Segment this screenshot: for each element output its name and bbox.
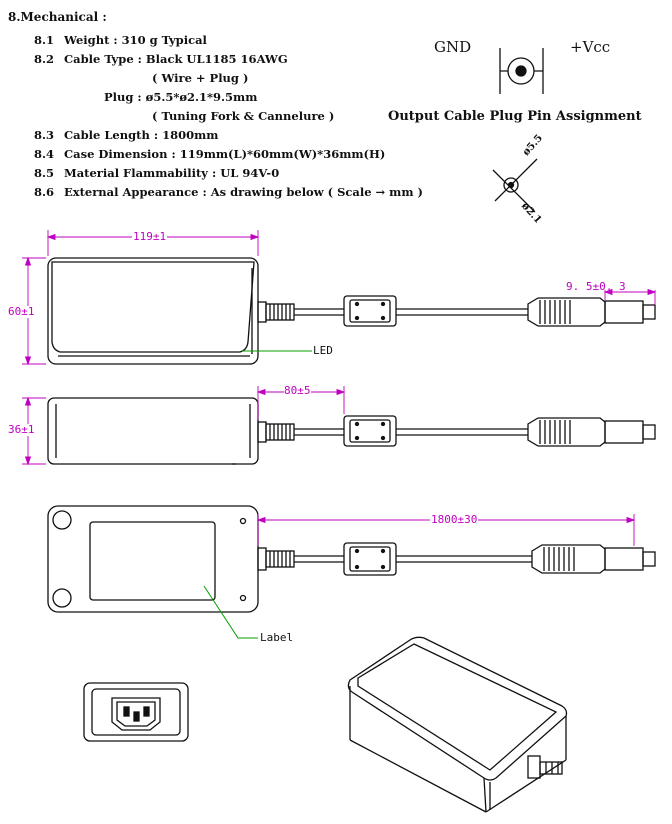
spec-number: 8.3: [34, 128, 55, 142]
height-dimension-label: 36±1: [8, 423, 35, 436]
plug-end-view: [492, 158, 538, 213]
section-heading: 8.Mechanical :: [8, 10, 107, 24]
spec-number: 8.4: [34, 147, 55, 161]
spec-text: Cable Length : 1800mm: [64, 128, 219, 142]
cable-length-dimension-label: 1800±30: [430, 513, 479, 526]
spec-plug: Plug : ø5.5*ø2.1*9.5mm: [104, 90, 258, 104]
led-callout-label: LED: [313, 344, 333, 357]
leader-lines: [203, 350, 312, 639]
spec-weight: 8.1 Weight : 310 g Typical: [34, 33, 207, 47]
case-side-view: [47, 397, 656, 465]
spec-text: Material Flammability : UL 94V-0: [64, 166, 280, 180]
spec-cable-type: 8.2 Cable Type : Black UL1185 16AWG: [34, 52, 288, 66]
pin-assignment-title: Output Cable Plug Pin Assignment: [388, 109, 642, 124]
spec-cable-length: 8.3 Cable Length : 1800mm: [34, 128, 218, 142]
case-bottom-view: [47, 505, 656, 613]
strain-relief-dimension-label: 80±5: [284, 384, 311, 397]
spec-number: 8.1: [34, 33, 55, 47]
spec-appearance: 8.6 External Appearance : As drawing belo…: [34, 185, 423, 199]
spec-text: Weight : 310 g Typical: [64, 33, 207, 47]
spec-case-dimension: 8.4 Case Dimension : 119mm(L)*60mm(W)*36m…: [34, 147, 385, 161]
spec-number: 8.6: [34, 185, 55, 199]
width-dimension-label: 60±1: [8, 305, 35, 318]
spec-text: Case Dimension : 119mm(L)*60mm(W)*36mm(H…: [64, 147, 386, 161]
spec-wire-plug: ( Wire + Plug ): [152, 71, 249, 85]
spec-text: External Appearance : As drawing below (…: [64, 185, 423, 199]
vcc-label: +Vcc: [570, 38, 611, 56]
spec-number: 8.2: [34, 52, 55, 66]
plug-length-dimension-label: 9. 5±0. 3: [566, 280, 626, 293]
spec-tuning-fork: ( Tuning Fork & Cannelure ): [152, 109, 335, 123]
label-callout-label: Label: [260, 631, 294, 644]
isometric-view: [347, 636, 568, 813]
pin-assignment-symbol: [499, 48, 544, 94]
spec-text: Cable Type : Black UL1185 16AWG: [64, 52, 288, 66]
case-top-view: [47, 257, 656, 365]
length-dimension-label: 119±1: [132, 230, 168, 243]
gnd-label: GND: [434, 38, 472, 56]
spec-flammability: 8.5 Material Flammability : UL 94V-0: [34, 166, 279, 180]
ac-inlet-end-view: [83, 682, 189, 742]
dimension-lines: [22, 230, 657, 546]
spec-number: 8.5: [34, 166, 55, 180]
